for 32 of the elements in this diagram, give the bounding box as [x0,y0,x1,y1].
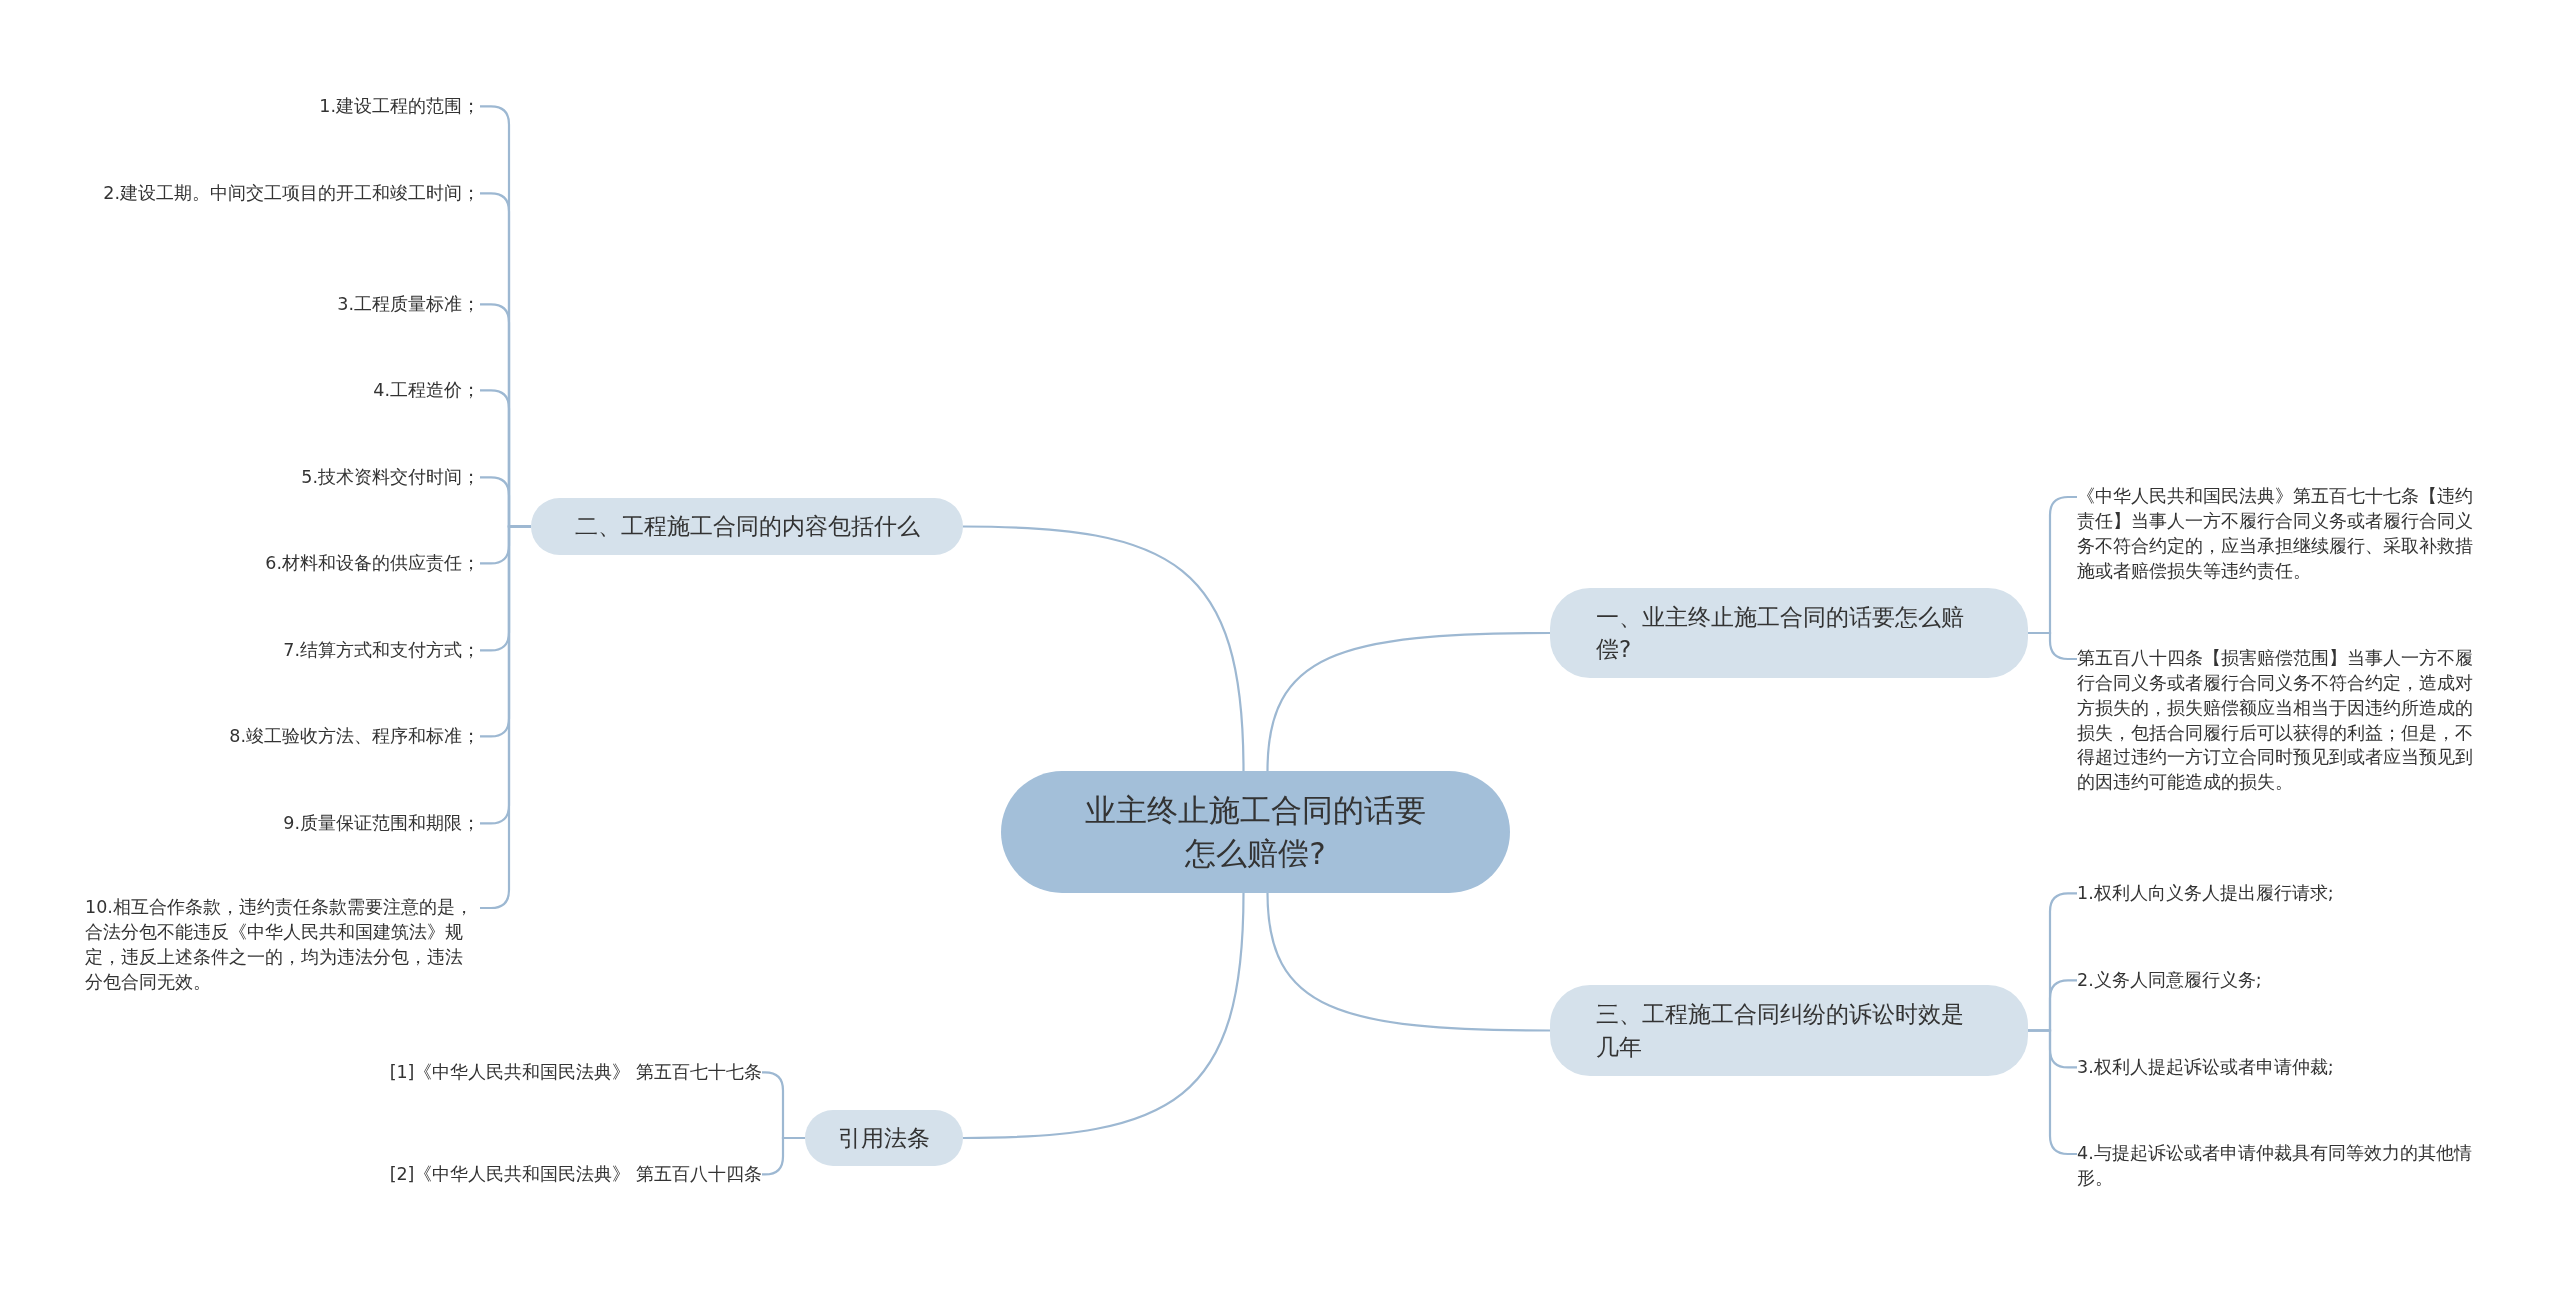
central-topic-text: 业主终止施工合同的话要怎么赔偿? [1084,790,1427,873]
connector-line [2028,631,2077,661]
subtopic-text: 1.权利人向义务人提出履行请求; [2077,881,2334,906]
subtopic-text: 第五百八十四条【损害赔偿范围】当事人一方不履行合同义务或者履行合同义务不符合约定，造成对方损失的，损失赔偿额应当相当于因违约所造成的损失，包括合同履行后可以获得的利益；但是，不得超过违约一方订立合同时预见到或者应当预见到的因违约可能造成的损失。 [2077,646,2482,796]
subtopic-text: 3.权利人提起诉讼或者申请仲裁; [2077,1055,2334,1080]
connector-line [762,1136,805,1176]
topic-text: 引用法条 [838,1123,930,1153]
connector-line [480,525,531,910]
subtopic-text: 4.工程造价； [373,378,480,403]
subtopic-text: 2.建设工期。中间交工项目的开工和竣工时间； [103,181,480,206]
subtopic-text: 6.材料和设备的供应责任； [265,551,480,576]
subtopic-text: 《中华人民共和国民法典》第五百七十七条【违约责任】当事人一方不履行合同义务或者履行合同义务不符合约定的，应当承担继续履行、采取补救措施或者赔偿损失等违约责任。 [2077,484,2482,584]
subtopic-text: 8.竣工验收方法、程序和标准； [229,724,480,749]
topic-pill [805,1110,963,1166]
subtopic-text: [2]《中华人民共和国民法典》 第五百八十四条 [389,1162,762,1187]
subtopic-text: 5.技术资料交付时间； [301,465,480,490]
topic-text: 一、业主终止施工合同的话要怎么赔偿? [1596,602,1964,664]
subtopic-text: 9.质量保证范围和期限； [283,811,480,836]
subtopic-text: 7.结算方式和支付方式； [283,638,480,663]
subtopic-text: 4.与提起诉讼或者申请仲裁具有同等效力的其他情形。 [2077,1141,2482,1191]
subtopic-text: 1.建设工程的范围； [319,94,480,119]
topic-text: 三、工程施工合同纠纷的诉讼时效是几年 [1596,1000,1964,1062]
topic-pill [531,498,963,555]
topic-text: 二、工程施工合同的内容包括什么 [574,512,920,542]
subtopic-text: [1]《中华人民共和国民法典》 第五百七十七条 [389,1060,762,1085]
connector-line [1266,631,1550,772]
subtopic-text: 10.相互合作条款，违约责任条款需要注意的是，合法分包不能违反《中华人民共和国建筑法》规定，违反上述条件之一的，均为违法分包，违法分包合同无效。 [85,895,480,995]
connector-line [963,892,1245,1140]
connector-line [963,525,1245,772]
subtopic-text: 3.工程质量标准； [337,292,480,317]
subtopic-text: 2.义务人同意履行义务; [2077,968,2262,993]
connector-line [1266,892,1550,1032]
